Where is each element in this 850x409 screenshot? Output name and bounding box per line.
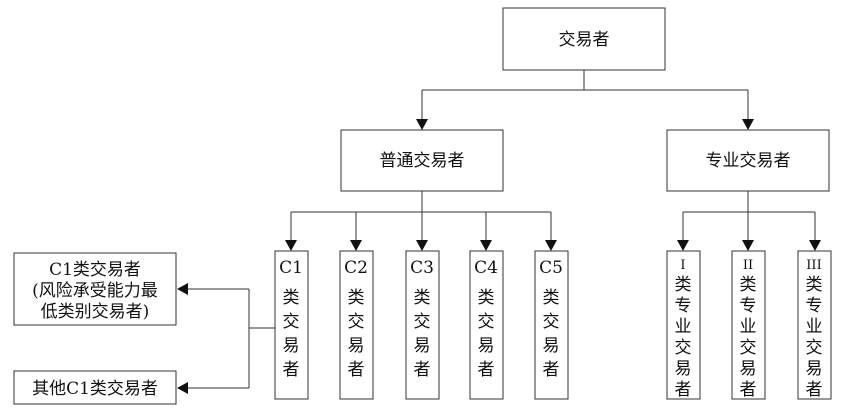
- c1-lowest-risk-line: 低类别交易者): [41, 302, 150, 322]
- class-i-char: 者: [675, 380, 692, 400]
- root-node-label: 交易者: [559, 30, 610, 50]
- class-c3-char: 交: [414, 312, 431, 332]
- class-c5-char: 者: [543, 360, 560, 380]
- professional-trader-node: 专业交易者: [666, 129, 830, 192]
- class-c4-char: 交: [478, 312, 495, 332]
- class-ii-node: II 类 专 业 交 易 者: [731, 250, 766, 400]
- class-c5-node: C5 类 交 易 者: [534, 250, 569, 400]
- class-c2-char: 交: [348, 312, 365, 332]
- class-c1-char: 者: [283, 360, 300, 380]
- class-c4-node: C4 类 交 易 者: [469, 250, 504, 400]
- ordinary-trader-node: 普通交易者: [340, 129, 504, 192]
- class-iii-char: 交: [806, 338, 823, 358]
- professional-connectors: [677, 191, 821, 251]
- class-i-code: I: [680, 258, 685, 273]
- c1-lowest-risk-line: C1类交易者: [49, 260, 141, 280]
- class-iii-char: 类: [806, 275, 823, 295]
- class-c2-code: C2: [344, 258, 368, 278]
- class-ii-char: 类: [740, 275, 757, 295]
- arrow-to-professional: [742, 119, 754, 130]
- class-iii-char: 业: [806, 317, 823, 337]
- class-i-char: 交: [675, 338, 692, 358]
- arrow-to-other-c1: [177, 382, 188, 394]
- root-connectors: [416, 70, 754, 130]
- class-i-char: 易: [675, 359, 692, 379]
- class-c3-char: 类: [414, 288, 431, 308]
- class-iii-node: III 类 专 业 交 易 者: [797, 250, 832, 400]
- class-ii-char: 交: [740, 338, 757, 358]
- class-i-char: 专: [675, 296, 692, 316]
- class-c3-char: 易: [414, 336, 431, 356]
- class-c3-char: 者: [414, 360, 431, 380]
- class-c3-node: C3 类 交 易 者: [405, 250, 440, 400]
- class-c3-code: C3: [410, 258, 434, 278]
- class-ii-char: 专: [740, 296, 757, 316]
- class-iii-char: 专: [806, 296, 823, 316]
- class-ii-char: 易: [740, 359, 757, 379]
- class-c5-char: 类: [543, 288, 560, 308]
- class-c2-char: 者: [348, 360, 365, 380]
- class-c5-char: 交: [543, 312, 560, 332]
- class-i-char: 类: [675, 275, 692, 295]
- class-c2-char: 易: [348, 336, 365, 356]
- class-c1-node: C1 类 交 易 者: [274, 250, 309, 400]
- class-c4-char: 者: [478, 360, 495, 380]
- ordinary-trader-label: 普通交易者: [380, 151, 465, 171]
- class-iii-char: 者: [806, 380, 823, 400]
- class-c4-code: C4: [474, 258, 498, 278]
- ordinary-connectors: [285, 191, 557, 251]
- class-c4-char: 易: [478, 336, 495, 356]
- class-c1-code: C1: [279, 258, 303, 278]
- c1-lowest-risk-line: (风险承受能力最: [32, 281, 158, 301]
- c1-split-connectors: [177, 283, 275, 394]
- class-ii-code: II: [743, 258, 753, 273]
- class-ii-char: 者: [740, 380, 757, 400]
- class-iii-char: 易: [806, 359, 823, 379]
- class-c2-char: 类: [348, 288, 365, 308]
- professional-trader-label: 专业交易者: [706, 151, 791, 171]
- root-node: 交易者: [502, 7, 666, 71]
- class-c4-char: 类: [478, 288, 495, 308]
- class-i-node: I 类 专 业 交 易 者: [666, 250, 701, 400]
- arrow-to-ordinary: [416, 119, 428, 130]
- other-c1-label: 其他C1类交易者: [32, 379, 158, 399]
- class-ii-char: 业: [740, 317, 757, 337]
- other-c1-node: 其他C1类交易者: [13, 370, 177, 405]
- class-c1-char: 类: [283, 288, 300, 308]
- c1-lowest-risk-node: C1类交易者 (风险承受能力最 低类别交易者): [13, 252, 177, 326]
- class-c1-char: 易: [283, 336, 300, 356]
- class-c1-char: 交: [283, 312, 300, 332]
- class-iii-code: III: [806, 258, 821, 273]
- class-c5-char: 易: [543, 336, 560, 356]
- class-c2-node: C2 类 交 易 者: [339, 250, 374, 400]
- arrow-to-lowest-risk-c1: [177, 283, 188, 295]
- class-c5-code: C5: [539, 258, 563, 278]
- class-i-char: 业: [675, 317, 692, 337]
